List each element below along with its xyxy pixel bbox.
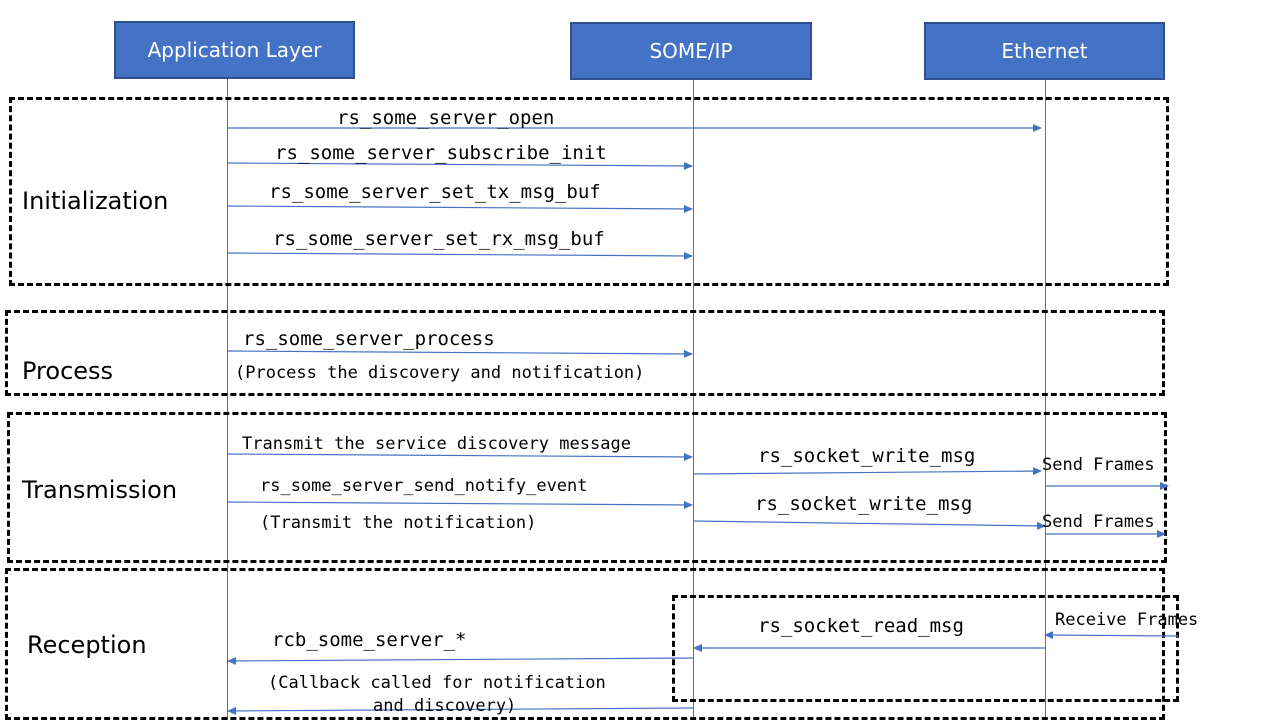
arrow-set-tx	[227, 204, 693, 213]
msg-socket-read: rs_socket_read_msg	[758, 615, 964, 637]
lifeline-someip: SOME/IP	[570, 22, 812, 80]
arrow-subscribe-init	[227, 161, 693, 170]
msg-subscribe-init: rs_some_server_subscribe_init	[275, 142, 607, 164]
section-label-initialization: Initialization	[22, 187, 169, 215]
msg-send-frames-1: Send Frames	[1042, 455, 1155, 475]
msg-transmit-note: (Transmit the notification)	[260, 513, 537, 533]
msg-process: rs_some_server_process	[243, 328, 495, 350]
arrow-transmit-sd	[227, 452, 693, 461]
msg-send-notify: rs_some_server_send_notify_event	[260, 476, 588, 496]
msg-socket-write-2: rs_socket_write_msg	[755, 493, 973, 515]
msg-set-tx: rs_some_server_set_tx_msg_buf	[269, 181, 601, 203]
lifeline-line-ethernet	[1045, 80, 1046, 720]
msg-server-open: rs_some_server_open	[337, 107, 555, 129]
arrow-socket-write-2	[692, 520, 1046, 530]
msg-send-frames-2: Send Frames	[1042, 512, 1155, 532]
arrow-callback-discovery	[227, 706, 694, 715]
msg-set-rx: rs_some_server_set_rx_msg_buf	[273, 228, 605, 250]
msg-callback: rcb_some_server_*	[272, 629, 467, 651]
msg-transmit-sd: Transmit the service discovery message	[242, 434, 631, 454]
section-process-box	[5, 310, 1165, 396]
arrow-receive-frames	[1044, 631, 1179, 640]
lifeline-application-layer: Application Layer	[114, 21, 355, 79]
section-reception-socket-box	[672, 595, 1179, 702]
section-label-reception: Reception	[27, 631, 147, 659]
arrow-set-rx	[227, 251, 693, 260]
section-initialization-box	[9, 97, 1169, 286]
section-label-transmission: Transmission	[22, 476, 178, 504]
msg-callback-note-2: and discovery)	[373, 696, 517, 716]
lifeline-line-someip	[693, 80, 694, 720]
msg-callback-note-1: (Callback called for notification	[268, 673, 606, 693]
msg-receive-frames: Receive Frames	[1055, 610, 1199, 630]
section-label-process: Process	[22, 357, 114, 385]
msg-socket-write-1: rs_socket_write_msg	[758, 445, 976, 467]
lifeline-application-layer-label: Application Layer	[147, 38, 322, 62]
lifeline-line-application	[227, 79, 228, 720]
lifeline-ethernet-label: Ethernet	[1001, 39, 1088, 63]
lifeline-someip-label: SOME/IP	[649, 39, 733, 63]
msg-process-note: (Process the discovery and notification)	[235, 363, 645, 383]
arrow-socket-write-1	[692, 467, 1042, 476]
arrow-process	[227, 349, 693, 358]
arrow-send-notify	[227, 500, 693, 509]
lifeline-ethernet: Ethernet	[924, 22, 1165, 80]
section-reception-box	[5, 568, 1165, 720]
arrow-callback	[227, 656, 694, 665]
